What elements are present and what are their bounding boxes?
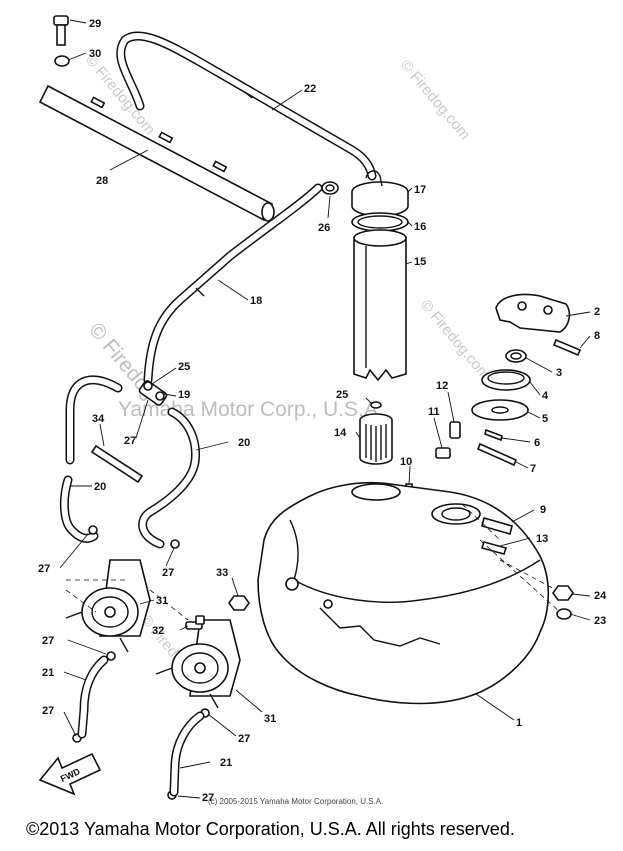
nut-33-icon bbox=[228, 595, 250, 611]
gasket-4-icon bbox=[481, 369, 531, 391]
fuel-pump-31-lower-icon bbox=[155, 619, 241, 709]
nut-24-icon bbox=[552, 585, 574, 601]
tube-28-icon bbox=[38, 84, 275, 222]
callout-4: 4 bbox=[542, 390, 549, 402]
screw-7-icon bbox=[476, 442, 518, 467]
fitting-12-icon bbox=[449, 421, 461, 439]
callout-23: 23 bbox=[594, 615, 606, 627]
callout-31-lower: 31 bbox=[264, 713, 276, 725]
callout-8: 8 bbox=[594, 330, 600, 342]
drawing: FWD bbox=[38, 15, 591, 800]
callout-6: 6 bbox=[534, 437, 540, 449]
callout-15: 15 bbox=[414, 256, 426, 268]
fuel-tank-1-icon bbox=[257, 481, 550, 705]
callout-2: 2 bbox=[594, 306, 600, 318]
callout-27-bottom: 27 bbox=[202, 792, 214, 804]
callout-24: 24 bbox=[594, 590, 607, 602]
callout-27-left: 27 bbox=[38, 563, 50, 575]
callout-20-right: 20 bbox=[238, 437, 250, 449]
callout-21-lower: 21 bbox=[220, 757, 232, 769]
bolt-32-icon bbox=[185, 615, 205, 630]
hose-18-icon bbox=[143, 183, 323, 385]
callout-3: 3 bbox=[556, 367, 562, 379]
callout-17: 17 bbox=[414, 184, 426, 196]
rod-34-icon bbox=[90, 444, 144, 484]
washer-23-icon bbox=[556, 608, 572, 620]
watermark-firedog: © Firedog.com bbox=[397, 57, 473, 143]
callout-27-joint: 27 bbox=[124, 435, 136, 447]
cap-17-icon bbox=[351, 170, 409, 217]
fitting-11-icon bbox=[435, 447, 451, 459]
callouts: 29 30 22 28 17 26 16 15 18 2 8 3 4 5 6 7… bbox=[38, 18, 607, 804]
callout-1: 1 bbox=[516, 717, 522, 729]
callout-14: 14 bbox=[334, 427, 347, 439]
callout-20-left: 20 bbox=[94, 481, 106, 493]
callout-25-upper: 25 bbox=[178, 361, 190, 373]
filler-tube-15-icon bbox=[353, 229, 407, 382]
watermark-firedog: © Firedog.com bbox=[417, 297, 493, 383]
hose-21-upper-icon bbox=[77, 655, 109, 739]
cover-2-icon bbox=[495, 293, 571, 333]
callout-32: 32 bbox=[152, 625, 164, 637]
callout-27-mid: 27 bbox=[162, 567, 174, 579]
callout-27-pump: 27 bbox=[42, 635, 54, 647]
callout-33: 33 bbox=[216, 567, 228, 579]
callout-19: 19 bbox=[178, 389, 190, 401]
callout-29: 29 bbox=[89, 18, 101, 30]
fuel-pump-31-upper-icon bbox=[65, 559, 151, 653]
callout-31-upper: 31 bbox=[156, 595, 168, 607]
callout-12: 12 bbox=[436, 380, 448, 392]
fwd-arrow-icon: FWD bbox=[38, 752, 102, 796]
watermark-yamaha: Yamaha Motor Corp., U.S.A. bbox=[118, 398, 384, 421]
leader-lines bbox=[59, 19, 591, 799]
hose-20-right-icon bbox=[138, 407, 201, 549]
hose-20-left-icon bbox=[59, 375, 123, 543]
clamp-26-icon bbox=[321, 181, 339, 195]
callout-21-upper: 21 bbox=[42, 667, 54, 679]
fuel-filter-14-icon bbox=[359, 401, 393, 465]
callout-22: 22 bbox=[304, 83, 316, 95]
screw-8-icon bbox=[552, 338, 582, 357]
grommet-3-icon bbox=[505, 349, 527, 363]
callout-5: 5 bbox=[542, 413, 548, 425]
screw-6-icon bbox=[484, 428, 503, 442]
plate-5-icon bbox=[471, 399, 529, 421]
hose-21-lower-icon bbox=[169, 711, 205, 797]
leader-dashed bbox=[461, 503, 561, 613]
callout-26: 26 bbox=[318, 222, 330, 234]
joint-19-icon bbox=[138, 380, 168, 406]
callout-7: 7 bbox=[530, 463, 536, 475]
callout-25-filter: 25 bbox=[336, 389, 348, 401]
callout-18: 18 bbox=[250, 295, 262, 307]
callout-11: 11 bbox=[428, 406, 440, 418]
callout-28: 28 bbox=[96, 175, 108, 187]
callout-10: 10 bbox=[400, 456, 412, 468]
footer-copyright: ©2013 Yamaha Motor Corporation, U.S.A. A… bbox=[26, 819, 515, 839]
hose-22-icon bbox=[116, 31, 377, 181]
washer-30-icon bbox=[54, 55, 70, 67]
bolt-29-icon bbox=[53, 15, 69, 46]
callout-16: 16 bbox=[414, 221, 426, 233]
callout-30: 30 bbox=[89, 48, 101, 60]
inner-copyright: (c) 2005-2015 Yamaha Motor Corporation, … bbox=[208, 797, 383, 806]
callout-9: 9 bbox=[540, 504, 546, 516]
ring-16-icon bbox=[351, 212, 409, 232]
callout-34: 34 bbox=[92, 413, 105, 425]
callout-27-lower: 27 bbox=[238, 733, 250, 745]
callout-13: 13 bbox=[536, 533, 548, 545]
leader-dashed bbox=[65, 579, 189, 621]
callout-27-hose: 27 bbox=[42, 705, 54, 717]
